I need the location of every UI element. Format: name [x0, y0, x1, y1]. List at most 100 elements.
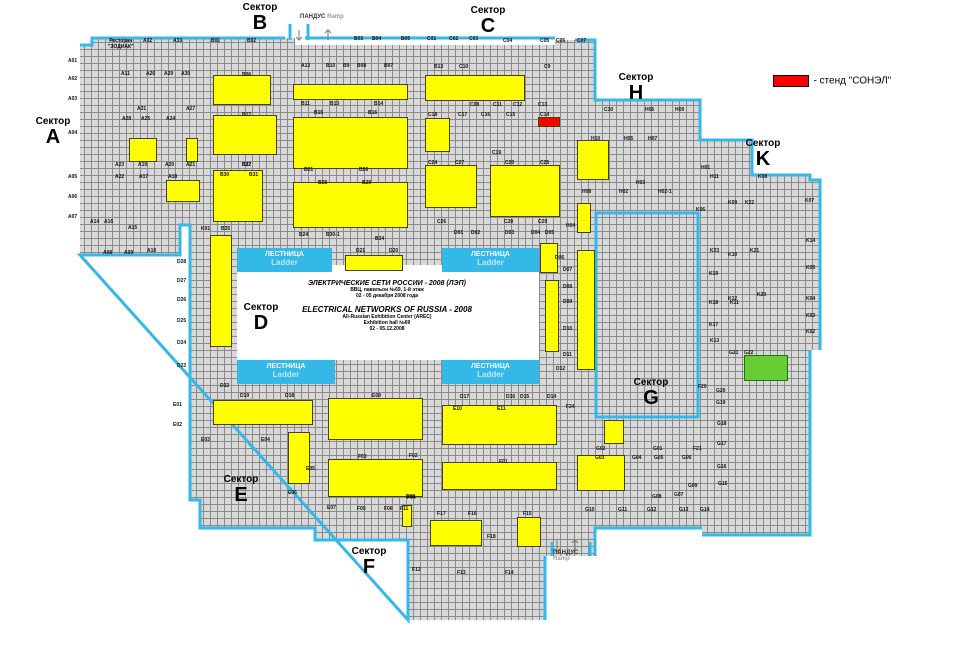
booth[interactable]	[425, 118, 450, 152]
stand-code: G18	[717, 421, 727, 427]
booth[interactable]	[430, 520, 482, 546]
stand-code: C11	[493, 102, 502, 108]
stand-code: F13	[457, 570, 466, 576]
stand-code: H02-1	[658, 189, 672, 195]
stand-code: F24	[566, 404, 575, 410]
booth[interactable]	[577, 250, 595, 370]
stand-code: G07	[674, 492, 684, 498]
stand-code: D20	[389, 248, 399, 254]
stand-code: K18	[709, 300, 719, 306]
booth[interactable]	[293, 182, 408, 228]
stand-code: G06	[682, 455, 692, 461]
booth[interactable]	[442, 462, 557, 490]
stand-code: A06	[68, 194, 78, 200]
stand-code: D19	[240, 393, 250, 399]
stand-code: C19	[492, 150, 502, 156]
booth[interactable]	[213, 75, 271, 105]
stand-code: C08	[470, 102, 480, 108]
stand-code: A25	[141, 116, 151, 122]
stand-code: A14	[90, 219, 100, 225]
stand-code: F20	[698, 384, 707, 390]
stand-code: H02	[619, 189, 629, 195]
booth[interactable]	[328, 398, 423, 440]
booth-sonel[interactable]	[538, 117, 560, 127]
stand-code: C20	[505, 160, 515, 166]
legend-text: - стенд "СОНЭЛ"	[813, 75, 892, 87]
stand-code: G13	[679, 507, 689, 513]
stand-code: B16	[368, 110, 378, 116]
stand-code: H07	[648, 136, 658, 142]
booth[interactable]	[577, 140, 609, 180]
booth[interactable]	[293, 84, 408, 100]
stand-code: A09	[124, 250, 134, 256]
stand-code: K01	[201, 226, 211, 232]
stand-code: E03	[201, 437, 210, 443]
stand-code: B29	[362, 180, 372, 186]
stand-code: G05	[654, 455, 664, 461]
stand-code: C12	[513, 102, 523, 108]
booth[interactable]	[213, 170, 263, 222]
booth[interactable]	[577, 203, 591, 233]
booth[interactable]	[577, 455, 625, 491]
stand-code: D10	[563, 326, 573, 332]
stand-code: A17	[139, 174, 149, 180]
stand-code: B28	[318, 180, 328, 186]
booth-green[interactable]	[744, 355, 788, 381]
booth[interactable]	[166, 180, 200, 202]
stand-code: K10	[728, 252, 738, 258]
booth[interactable]	[442, 405, 557, 445]
stand-code: E09	[372, 393, 381, 399]
exhibition-info: ЭЛЕКТРИЧЕСКИЕ СЕТИ РОССИИ - 2008 (ЛЭП) В…	[237, 272, 537, 357]
booth[interactable]	[213, 400, 313, 425]
booth[interactable]	[210, 235, 232, 347]
booth[interactable]	[425, 165, 477, 208]
stand-code: H09	[675, 107, 685, 113]
stand-code: H06	[645, 107, 655, 113]
stand-code: D21	[356, 248, 366, 254]
booth[interactable]	[604, 420, 624, 444]
booth[interactable]	[288, 432, 310, 484]
stand-code: A02	[68, 76, 78, 82]
stand-code: D02	[471, 230, 481, 236]
restaurant-label: Ресторан"ЗОДИАК"	[108, 38, 134, 50]
stand-code: C02	[449, 36, 459, 42]
stand-code: K04	[806, 296, 816, 302]
stand-code: D26	[177, 297, 187, 303]
stand-code: G17	[717, 441, 727, 447]
stand-code: C06	[556, 38, 566, 44]
stand-code: B30	[220, 172, 230, 178]
booth[interactable]	[186, 138, 198, 162]
booth[interactable]	[540, 243, 558, 273]
stand-code: D18	[285, 393, 295, 399]
hall-en: Exhibition hall №69	[363, 320, 411, 326]
stand-code: C10	[459, 64, 469, 70]
booth[interactable]	[402, 505, 412, 527]
stand-code: G14	[700, 507, 710, 513]
booth[interactable]	[293, 117, 408, 169]
booth[interactable]	[545, 280, 559, 352]
stand-code: A08	[103, 250, 113, 256]
booth[interactable]	[517, 517, 541, 547]
stand-code: G09	[688, 483, 698, 489]
stand-code: B10	[326, 63, 336, 69]
booth[interactable]	[328, 459, 423, 497]
stand-code: B26	[359, 167, 369, 173]
venue-ru: ВВЦ, павильон №69, 1-й этаж	[350, 287, 424, 293]
stand-code: E05	[306, 466, 315, 472]
stand-code: D28	[177, 259, 187, 265]
stand-code: K09	[728, 200, 738, 206]
stand-code: A27	[186, 106, 196, 112]
stand-code: A21	[186, 162, 196, 168]
stand-code: D22	[220, 383, 230, 389]
booth[interactable]	[213, 115, 277, 155]
booth[interactable]	[345, 255, 403, 271]
title-ru: ЭЛЕКТРИЧЕСКИЕ СЕТИ РОССИИ - 2008 (ЛЭП)	[308, 280, 466, 287]
stand-code: K06	[696, 207, 706, 213]
stand-code: K08	[758, 174, 768, 180]
booth[interactable]	[129, 138, 157, 162]
booth[interactable]	[425, 75, 525, 101]
stand-code: A26	[146, 71, 156, 77]
booth[interactable]	[490, 165, 560, 217]
